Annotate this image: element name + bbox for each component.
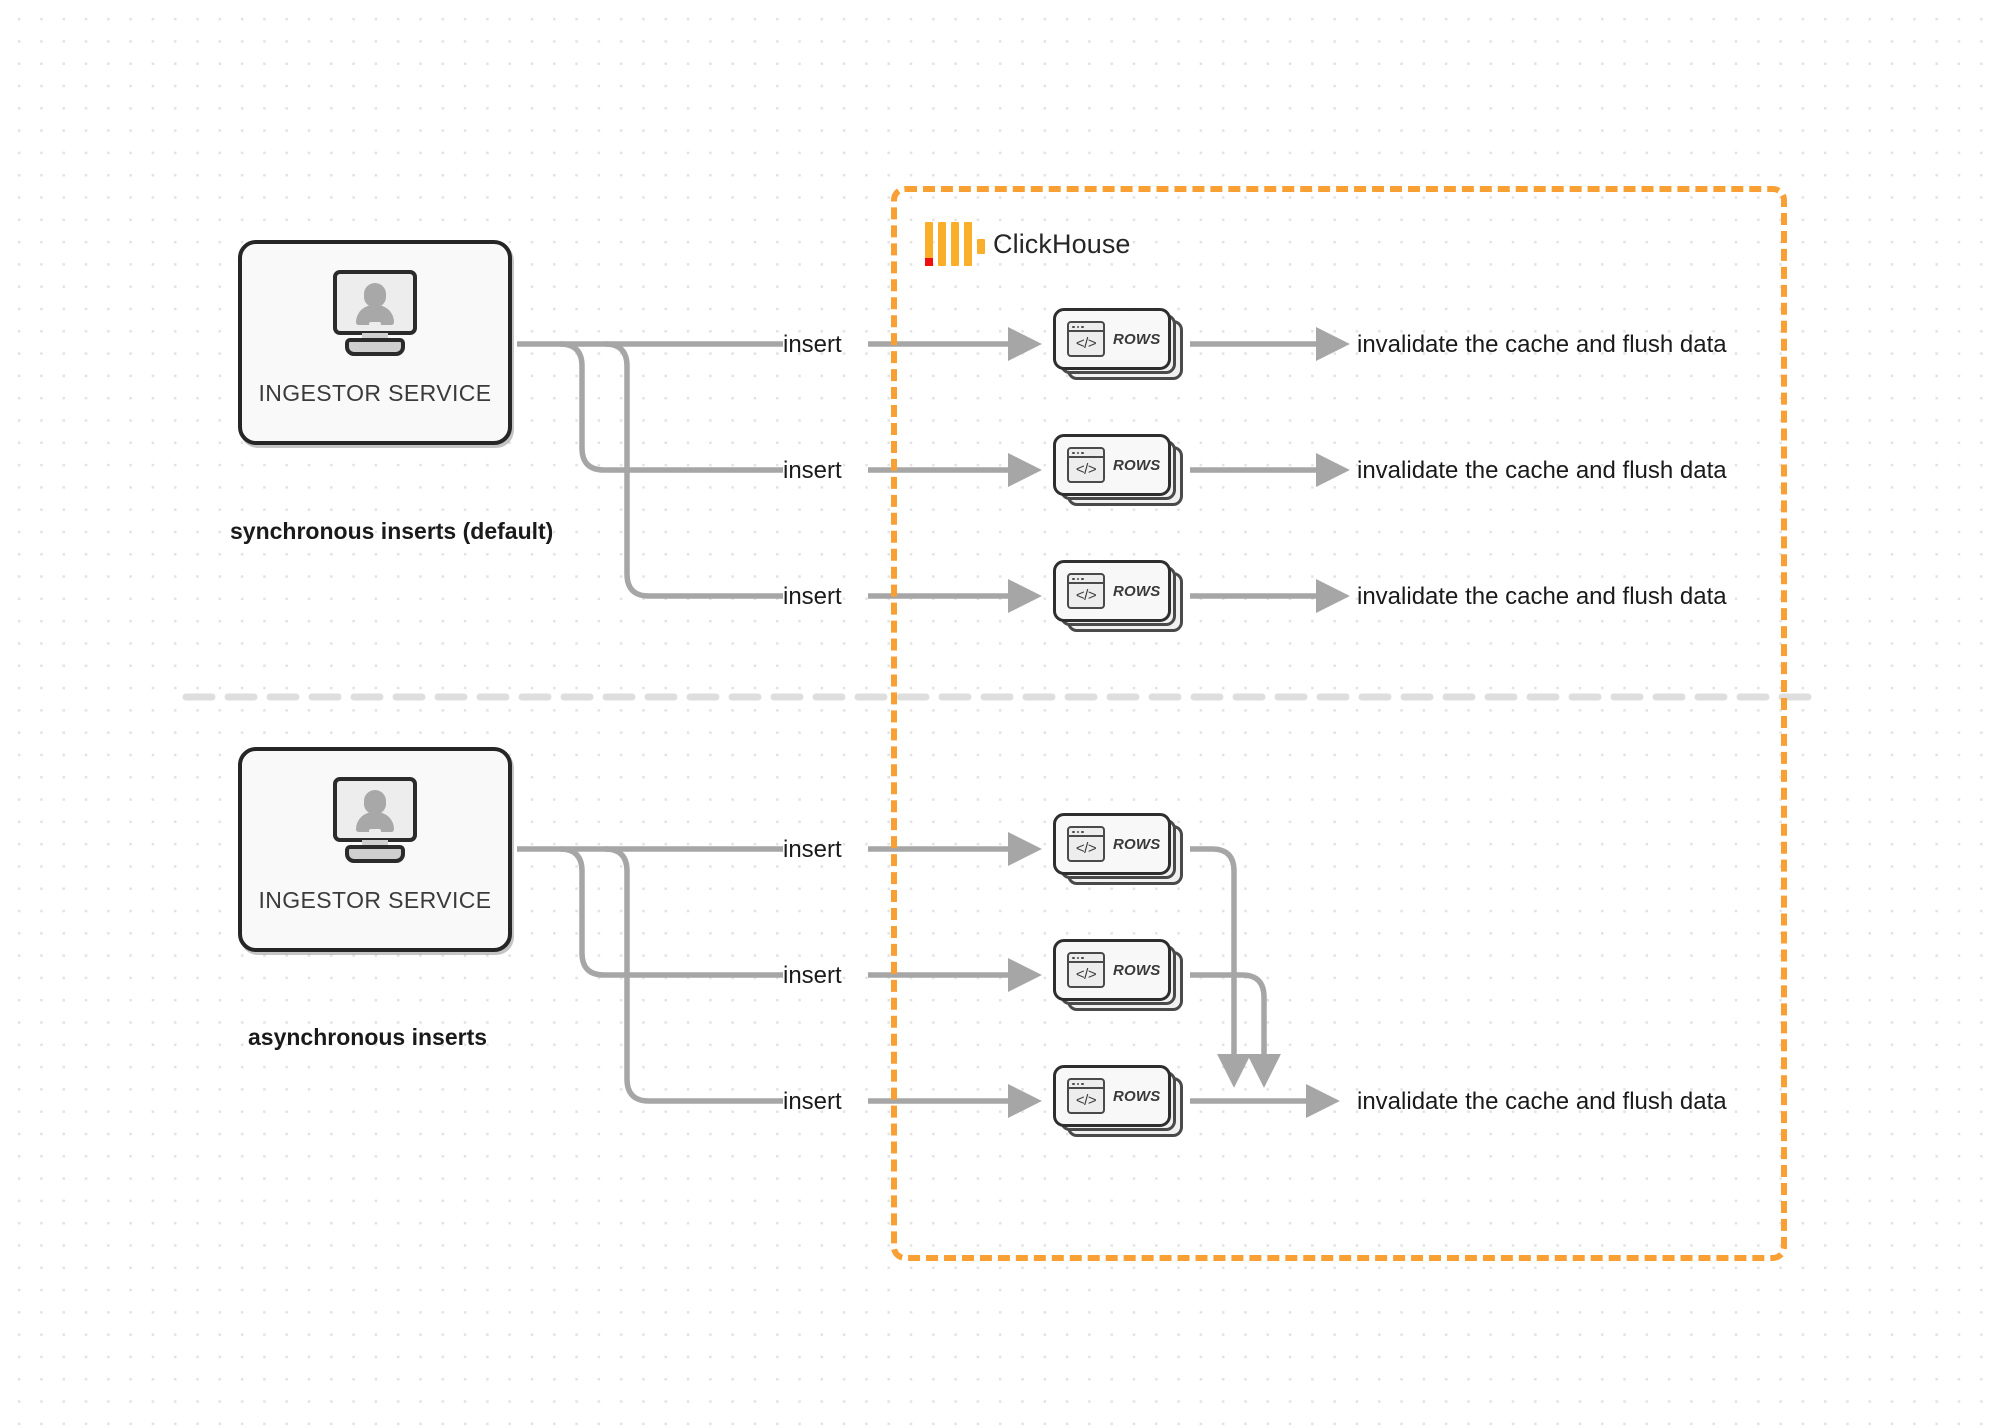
result-label-sync-1: invalidate the cache and flush data [1357,331,1727,358]
insert-label-async-1: insert [783,836,842,863]
insert-label-sync-3: insert [783,583,842,610]
rows-stack-front: </> ROWS [1053,560,1171,622]
rows-stack-front: </> ROWS [1053,434,1171,496]
clickhouse-brand-label: ClickHouse [993,228,1131,259]
code-window-icon: </> [1067,321,1105,357]
ingestor-service-node-sync[interactable]: INGESTOR SERVICE [238,240,512,445]
rows-node-sync-2[interactable]: </> ROWS [1053,434,1183,506]
clickhouse-boundary [891,186,1787,1261]
insert-label-async-3: insert [783,1088,842,1115]
monitor-user-icon [327,270,423,356]
rows-label: ROWS [1113,961,1161,979]
ingestor-service-label-sync: INGESTOR SERVICE [258,380,492,406]
rows-label: ROWS [1113,582,1161,600]
rows-node-async-1[interactable]: </> ROWS [1053,813,1183,885]
rows-label: ROWS [1113,1087,1161,1105]
rows-stack-front: </> ROWS [1053,813,1171,875]
insert-label-sync-2: insert [783,457,842,484]
code-window-icon: </> [1067,573,1105,609]
rows-node-async-3[interactable]: </> ROWS [1053,1065,1183,1137]
code-window-icon: </> [1067,1078,1105,1114]
insert-label-sync-1: insert [783,331,842,358]
caption-asynchronous: asynchronous inserts [248,1024,488,1050]
ingestor-service-label-async: INGESTOR SERVICE [258,887,492,913]
result-label-sync-3: invalidate the cache and flush data [1357,583,1727,610]
clickhouse-logo-icon [925,222,985,266]
rows-node-async-2[interactable]: </> ROWS [1053,939,1183,1011]
ingestor-service-node-async[interactable]: INGESTOR SERVICE [238,747,512,952]
insert-label-async-2: insert [783,962,842,989]
result-label-sync-2: invalidate the cache and flush data [1357,457,1727,484]
rows-stack-front: </> ROWS [1053,1065,1171,1127]
caption-synchronous: synchronous inserts (default) [230,518,554,544]
clickhouse-brand: ClickHouse [925,222,1131,266]
result-label-async-merged: invalidate the cache and flush data [1357,1088,1727,1115]
rows-stack-front: </> ROWS [1053,939,1171,1001]
monitor-user-icon [327,777,423,863]
code-window-icon: </> [1067,447,1105,483]
rows-stack-front: </> ROWS [1053,308,1171,370]
rows-node-sync-1[interactable]: </> ROWS [1053,308,1183,380]
rows-label: ROWS [1113,835,1161,853]
rows-label: ROWS [1113,330,1161,348]
code-window-icon: </> [1067,826,1105,862]
code-window-icon: </> [1067,952,1105,988]
rows-node-sync-3[interactable]: </> ROWS [1053,560,1183,632]
rows-label: ROWS [1113,456,1161,474]
